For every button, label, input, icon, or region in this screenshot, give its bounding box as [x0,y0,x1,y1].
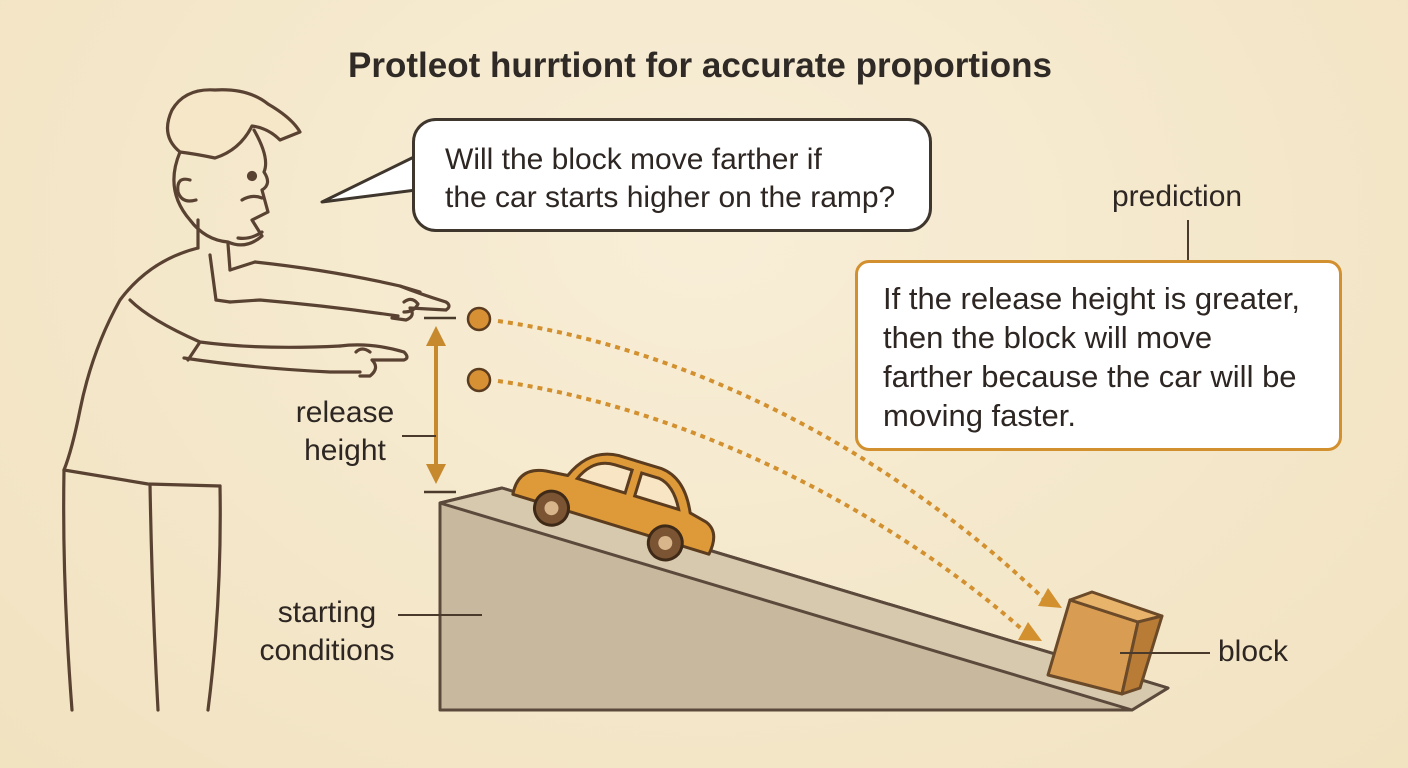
page-title: Protleot hurrtiont for accurate proporti… [348,46,1052,85]
toy-car [511,452,716,562]
release-height-line-1: release [295,396,395,429]
prediction-text: If the release height is greater, then t… [883,279,1300,435]
prediction-box: If the release height is greater, then t… [855,260,1342,451]
starting-conditions-label: starting conditions [244,594,410,670]
release-height-measure [402,316,456,494]
prediction-line-1: If the release height is greater, [883,281,1301,316]
speech-bubble: Will the block move farther if the car s… [412,118,932,232]
release-point-high [466,306,492,332]
trajectory-arrows [497,319,1047,634]
starting-conditions-line-2: conditions [259,634,395,667]
block-object [1046,590,1164,696]
starting-conditions-line-1: starting [277,596,377,629]
trajectory-upper [497,319,1047,602]
trajectory-lower-arrowhead [1018,622,1042,641]
speech-bubble-tail [320,154,418,204]
prediction-label: prediction [1112,180,1243,213]
prediction-line-2: then the block will move [883,320,1213,355]
block-label: block [1218,635,1289,668]
student-figure [62,88,451,712]
speech-line-1: Will the block move farther if [445,143,822,176]
release-height-label: release height [282,394,408,470]
trajectory-upper-arrowhead [1038,588,1062,608]
release-point-low [466,367,492,393]
ramp [438,486,1170,712]
prediction-line-3: farther because the car will be [883,359,1297,394]
speech-bubble-text: Will the block move farther if the car s… [445,141,895,217]
prediction-line-4: moving faster. [883,398,1076,433]
speech-line-2: the car starts higher on the ramp? [445,181,896,214]
release-height-line-2: height [304,434,386,467]
